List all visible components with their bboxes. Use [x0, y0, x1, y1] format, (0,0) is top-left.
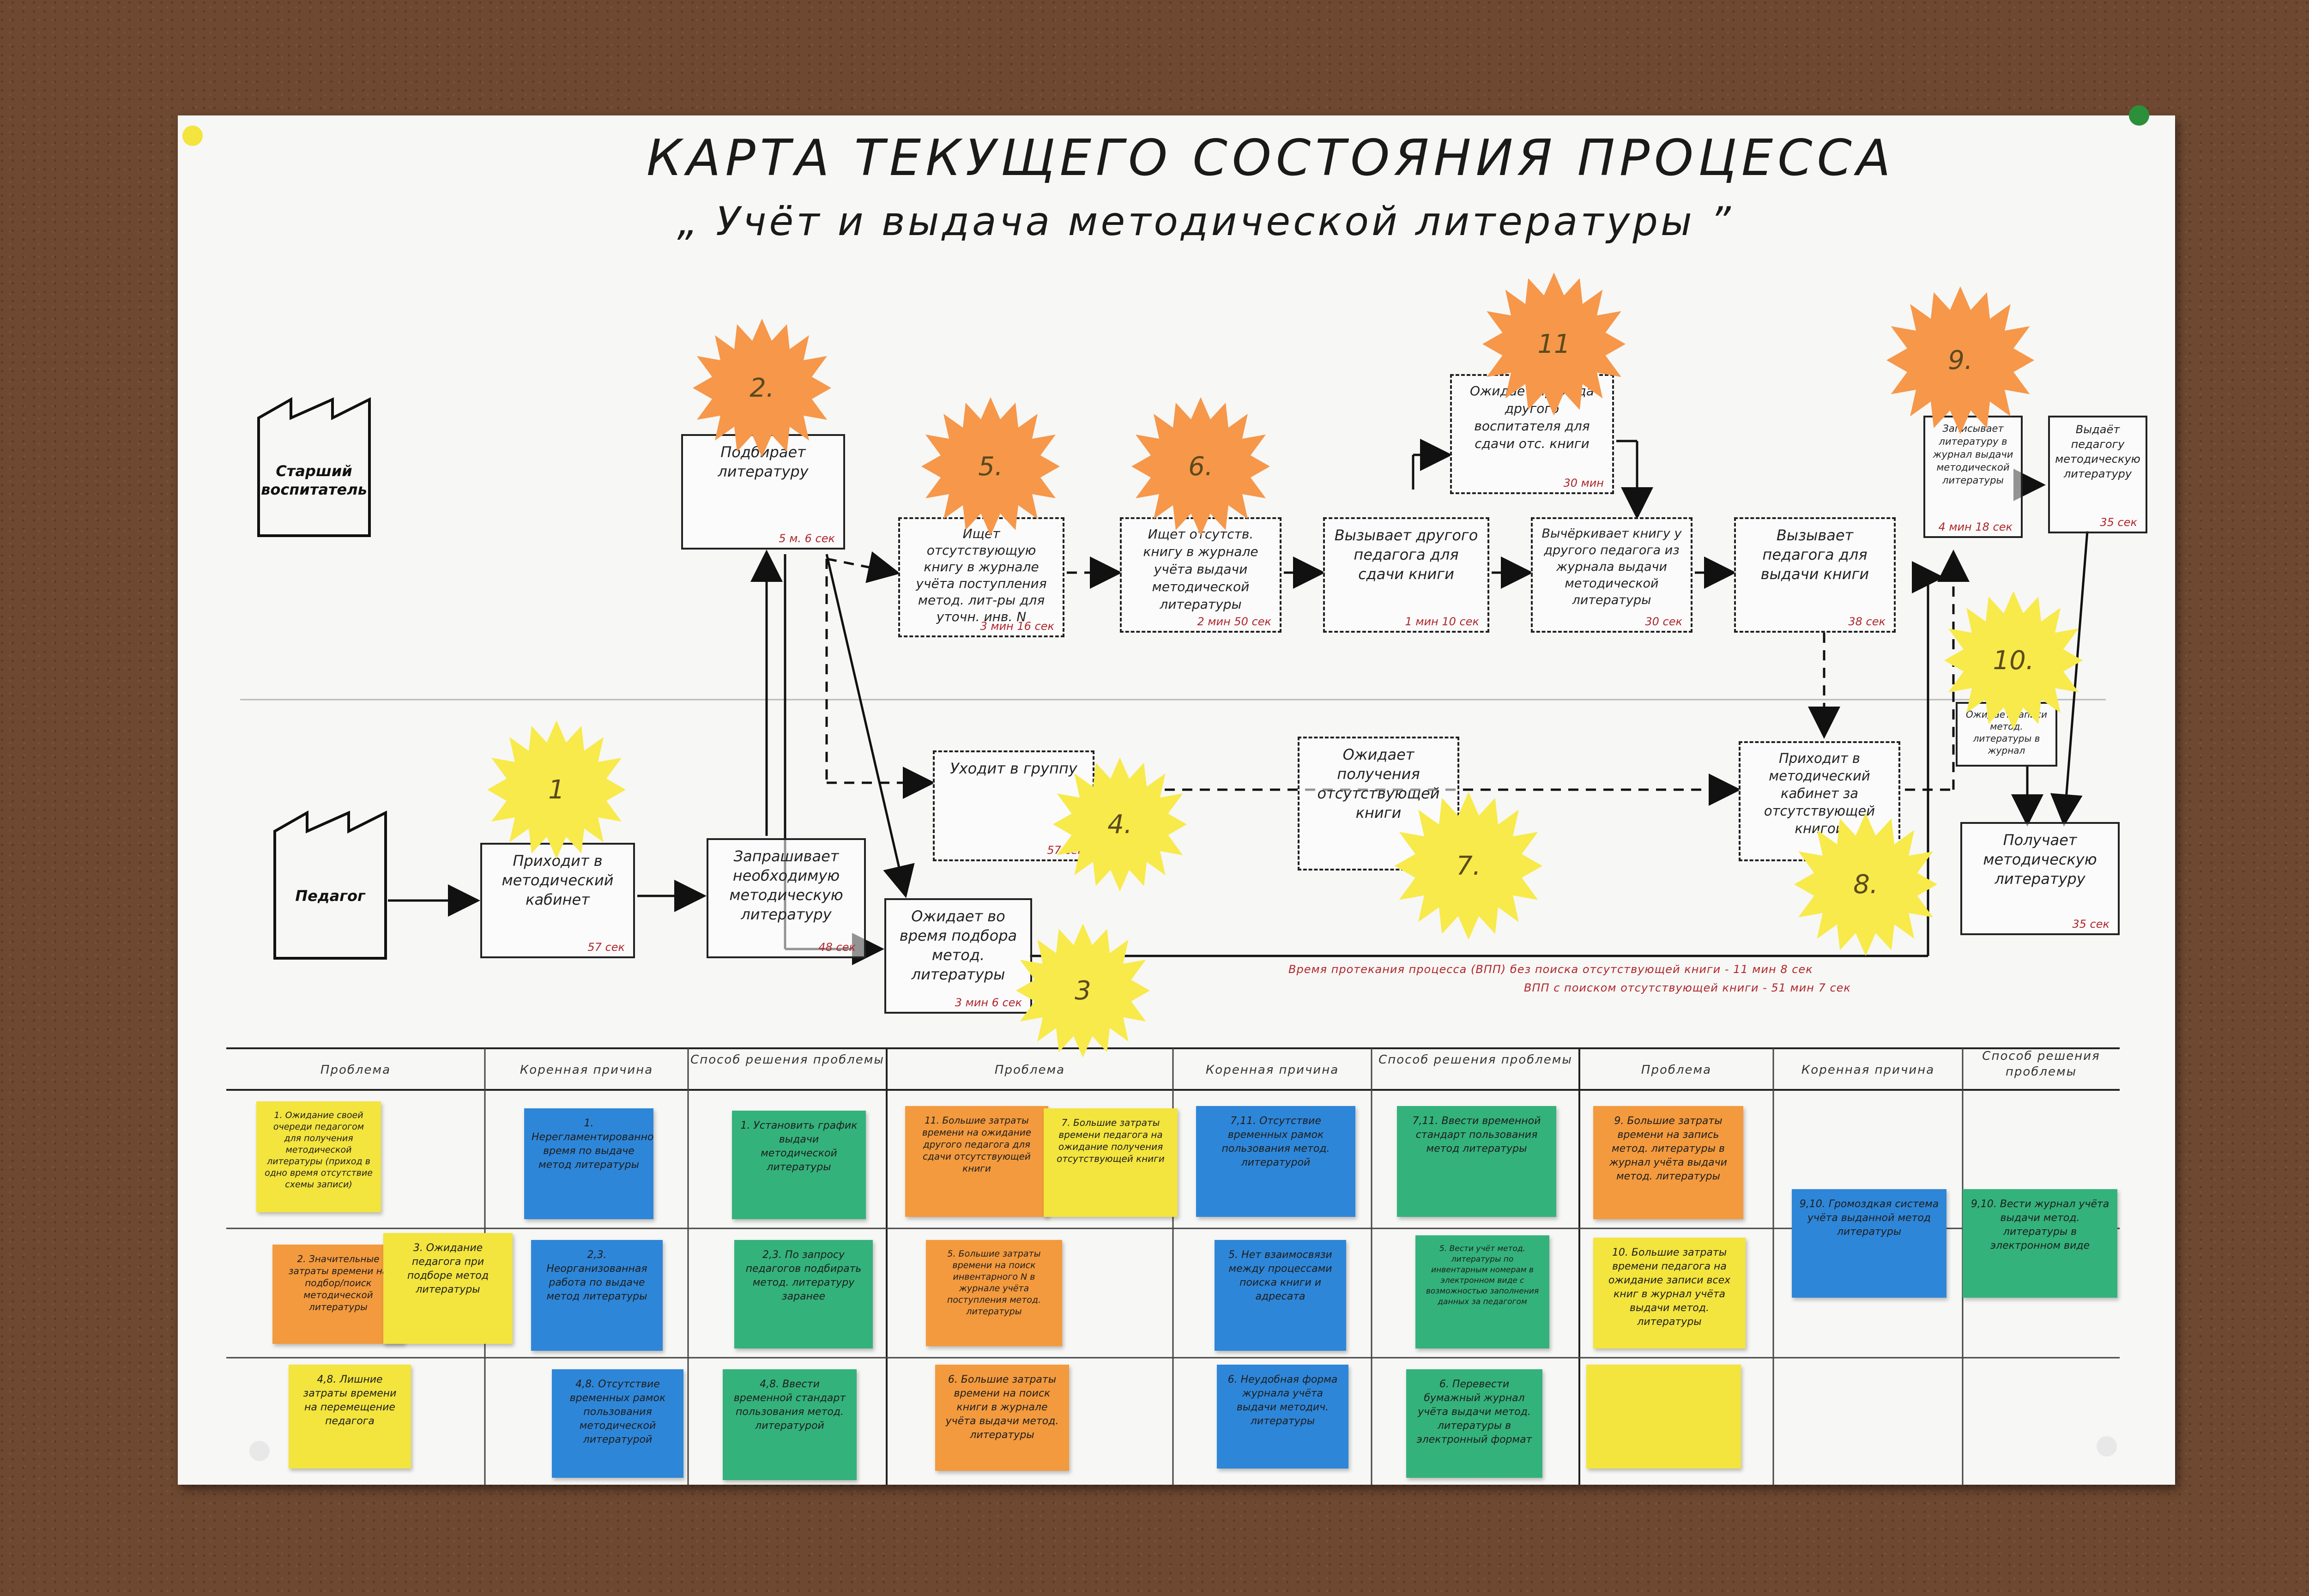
- sticky-note: 4,8. Отсутствие временных рамок пользова…: [552, 1369, 683, 1478]
- lead-time-summary: Время протекания процесса (ВПП) без поис…: [1288, 963, 1813, 976]
- process-step: Ищет отсутств. книгу в журнале учёта выд…: [1120, 517, 1281, 633]
- process-step: Запрашивает необходимую методическую лит…: [707, 838, 866, 958]
- sticky-note: 6. Неудобная форма журнала учёта выдачи …: [1217, 1365, 1348, 1469]
- sticky-note: 2. Значительные затраты времени на подбо…: [272, 1245, 404, 1344]
- sticky-note: 5. Нет взаимосвязи между процессами поис…: [1215, 1240, 1346, 1351]
- pin: [249, 1441, 270, 1461]
- table-header: Проблема: [1641, 1063, 1712, 1077]
- process-step: Записывает литературу в журнал выдачи ме…: [1923, 416, 2023, 538]
- sticky-note: 5. Большие затраты времени на поиск инве…: [926, 1240, 1062, 1346]
- poster-title: КАРТА ТЕКУЩЕГО СОСТОЯНИЯ ПРОЦЕССА: [647, 129, 1895, 187]
- actor-senior-teacher: Старший воспитатель: [261, 462, 367, 498]
- factory-icon: [257, 397, 371, 537]
- sticky-note: 2,3. Неорганизованная работа по выдаче м…: [531, 1240, 663, 1351]
- sticky-note: 10. Большие затраты времени педагога на …: [1593, 1238, 1746, 1348]
- sticky-note: 11. Большие затраты времени на ожидание …: [905, 1106, 1048, 1217]
- lead-time-summary: ВПП с поиском отсутствующей книги - 51 м…: [1524, 981, 1851, 994]
- sticky-note: 9. Большие затраты времени на запись мет…: [1593, 1106, 1743, 1219]
- sticky-note: 1. Нерегламентированное время по выдаче …: [524, 1108, 653, 1219]
- sticky-note: [1586, 1365, 1741, 1469]
- sticky-note: 7,11. Отсутствие временных рамок пользов…: [1196, 1106, 1355, 1217]
- sticky-note: 1. Ожидание своей очереди педагогом для …: [256, 1101, 381, 1212]
- process-step: Ожидает во время подбора метод. литерату…: [884, 898, 1032, 1014]
- table-header: Способ решения проблемы: [1982, 1049, 2100, 1079]
- sticky-note: 6. Перевести бумажный журнал учёта выдач…: [1406, 1369, 1542, 1478]
- table-header: Способ решения проблемы: [1378, 1053, 1572, 1067]
- sticky-note: 4,8. Ввести временной стандарт пользован…: [723, 1369, 857, 1480]
- pin: [182, 126, 203, 146]
- table-header: Проблема: [320, 1063, 391, 1077]
- sticky-note: 1. Установить график выдачи методической…: [732, 1111, 866, 1219]
- sticky-note: 7. Большие затраты времени педагога на о…: [1044, 1108, 1178, 1217]
- sticky-note: 9,10. Громоздкая система учёта выданной …: [1792, 1189, 1946, 1298]
- pin: [2097, 1436, 2117, 1457]
- poster-subtitle: „ Учёт и выдача методической литературы …: [677, 199, 1734, 245]
- sticky-note: 5. Вести учёт метод. литературы по инвен…: [1415, 1235, 1549, 1348]
- table-header: Проблема: [994, 1063, 1065, 1077]
- factory-icon: [273, 810, 387, 960]
- table-header: Коренная причина: [1205, 1063, 1339, 1077]
- sticky-note: 3. Ожидание педагога при подборе метод л…: [383, 1233, 513, 1344]
- actor-teacher: Педагог: [295, 887, 365, 905]
- dashed-arrow: [826, 551, 901, 583]
- pin: [2129, 105, 2149, 126]
- sticky-note: 2,3. По запросу педагогов подбирать мето…: [734, 1240, 873, 1348]
- process-step: Вычёркивает книгу у другого педагога из …: [1531, 517, 1692, 633]
- sticky-note: 9,10. Вести журнал учёта выдачи метод. л…: [1963, 1189, 2117, 1298]
- process-step: Вызывает другого педагога для сдачи книг…: [1323, 517, 1489, 633]
- sticky-note: 7,11. Ввести временной стандарт пользова…: [1397, 1106, 1556, 1217]
- table-header: Коренная причина: [520, 1063, 653, 1077]
- table-header: Коренная причина: [1801, 1063, 1935, 1077]
- sticky-note: 6. Большие затраты времени на поиск книг…: [935, 1365, 1069, 1471]
- arrow: [825, 554, 915, 898]
- arrow: [2050, 531, 2089, 827]
- process-step: Ищет отсутствующую книгу в журнале учёта…: [898, 517, 1064, 637]
- sticky-note: 4,8. Лишние затраты времени на перемещен…: [289, 1365, 411, 1469]
- process-step: Ожидает получения отсутствующей книги: [1298, 737, 1459, 871]
- table-header: Способ решения проблемы: [690, 1053, 884, 1067]
